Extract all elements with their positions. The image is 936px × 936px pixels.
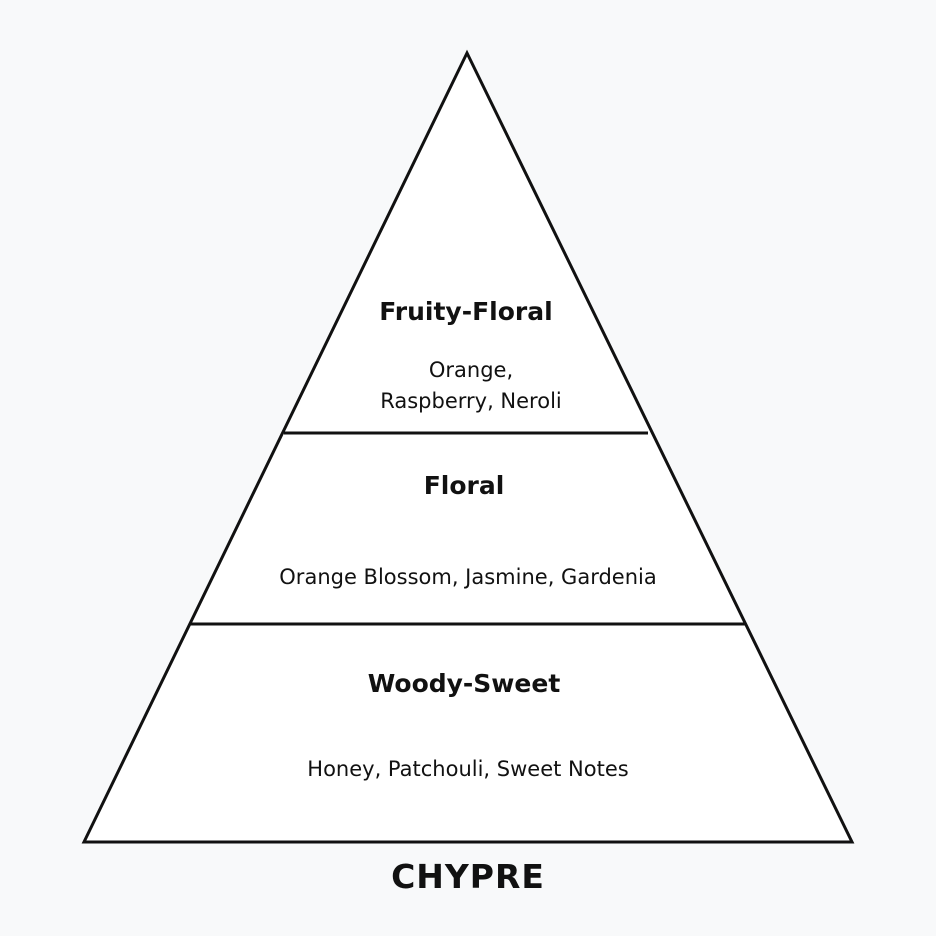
tier-base-notes: Honey, Patchouli, Sweet Notes xyxy=(307,757,629,781)
tier-top-notes-line2: Raspberry, Neroli xyxy=(380,389,562,413)
tier-top-notes: Orange, Raspberry, Neroli xyxy=(266,355,676,417)
tier-top-title: Fruity-Floral xyxy=(379,297,553,326)
tier-base-title: Woody-Sweet xyxy=(367,669,561,698)
pyramid-outline xyxy=(81,49,855,844)
tier-middle-notes: Orange Blossom, Jasmine, Gardenia xyxy=(279,565,657,589)
fragrance-family-label: CHYPRE xyxy=(391,857,545,896)
tier-top-notes-line1: Orange, xyxy=(428,358,514,382)
tier-middle-title: Floral xyxy=(423,471,505,500)
